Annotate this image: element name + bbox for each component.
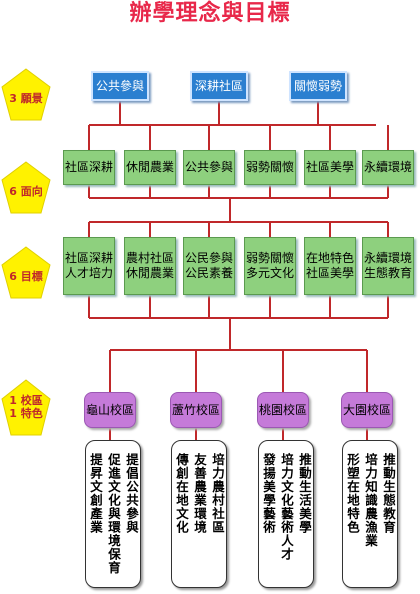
goal-line: 弱勢關懷 xyxy=(245,251,294,265)
feature-box: 推動生態教育 培力知識農漁業 形塑在地特色 xyxy=(342,440,398,588)
goal-line: 人才培力 xyxy=(64,266,113,280)
feature-line: 提倡公共參與 xyxy=(124,453,139,534)
feature-line: 培力文化藝術人才 xyxy=(279,453,294,561)
aspect-pentagon xyxy=(1,161,51,214)
goal-line: 在地特色 xyxy=(305,251,354,265)
aspect-box: 弱勢關懷 xyxy=(244,150,296,185)
goal-line: 公民參與 xyxy=(184,251,233,265)
vision-box: 深耕社區 xyxy=(190,71,248,101)
campus-pentagon xyxy=(1,379,51,436)
aspect-row-label: 6 面向 xyxy=(9,185,43,198)
feature-line: 推動生態教育 xyxy=(381,453,396,534)
feature-line: 推動生活美學 xyxy=(297,453,312,534)
aspect-box: 永續環境 xyxy=(362,150,414,185)
feature-line: 培力知識農漁業 xyxy=(363,453,378,548)
aspect-box: 社區美學 xyxy=(304,150,356,185)
vision-row-label: 3 願景 xyxy=(9,92,43,105)
campus-row-label-line2: 1 特色 xyxy=(9,407,43,420)
goal-line: 休閒農業 xyxy=(125,266,174,280)
feature-line: 培力農村社區 xyxy=(210,453,225,534)
campus-box: 大園校區 xyxy=(341,392,393,428)
goal-box: 永續環境 生態教育 xyxy=(362,237,414,295)
campus-row-label-line1: 1 校區 xyxy=(9,394,43,407)
campus-box: 蘆竹校區 xyxy=(170,392,222,428)
campus-row-label: 1 校區 1 特色 xyxy=(0,394,52,420)
feature-line: 促進文化與環境保育 xyxy=(106,453,121,575)
campus-box: 龜山校區 xyxy=(84,392,136,428)
feature-line: 傳創在地文化 xyxy=(174,453,189,534)
goal-box: 公民參與 公民素養 xyxy=(183,237,235,295)
goal-box: 農村社區 休閒農業 xyxy=(124,237,176,295)
aspect-box: 公共參與 xyxy=(183,150,235,185)
goal-box: 在地特色 社區美學 xyxy=(304,237,356,295)
vision-pentagon xyxy=(1,68,51,121)
feature-line: 發揚美學藝術 xyxy=(261,453,276,534)
goal-line: 公民素養 xyxy=(184,266,233,280)
goal-pentagon xyxy=(1,246,51,299)
feature-line: 友善農業環境 xyxy=(192,453,207,534)
goal-line: 農村社區 xyxy=(125,251,174,265)
aspect-box: 休閒農業 xyxy=(124,150,176,185)
goal-box: 社區深耕 人才培力 xyxy=(63,237,115,295)
vision-box: 關懷弱勢 xyxy=(289,71,347,101)
aspect-box: 社區深耕 xyxy=(63,150,115,185)
page-title: 辦學理念與目標 xyxy=(129,1,291,26)
campus-box: 桃園校區 xyxy=(257,392,309,428)
goal-box: 弱勢關懷 多元文化 xyxy=(244,237,296,295)
goal-row-label: 6 目標 xyxy=(9,270,43,283)
goal-line: 永續環境 xyxy=(363,251,412,265)
goal-line: 社區深耕 xyxy=(64,251,113,265)
vision-box: 公共參與 xyxy=(91,71,149,101)
feature-box: 提倡公共參與 促進文化與環境保育 提昇文創產業 xyxy=(85,440,141,588)
feature-box: 培力農村社區 友善農業環境 傳創在地文化 xyxy=(171,440,227,588)
goal-line: 多元文化 xyxy=(245,266,294,280)
feature-line: 形塑在地特色 xyxy=(345,453,360,534)
feature-box: 推動生活美學 培力文化藝術人才 發揚美學藝術 xyxy=(258,440,314,588)
goal-line: 社區美學 xyxy=(305,266,354,280)
goal-line: 生態教育 xyxy=(363,266,412,280)
feature-line: 提昇文創產業 xyxy=(88,453,103,534)
